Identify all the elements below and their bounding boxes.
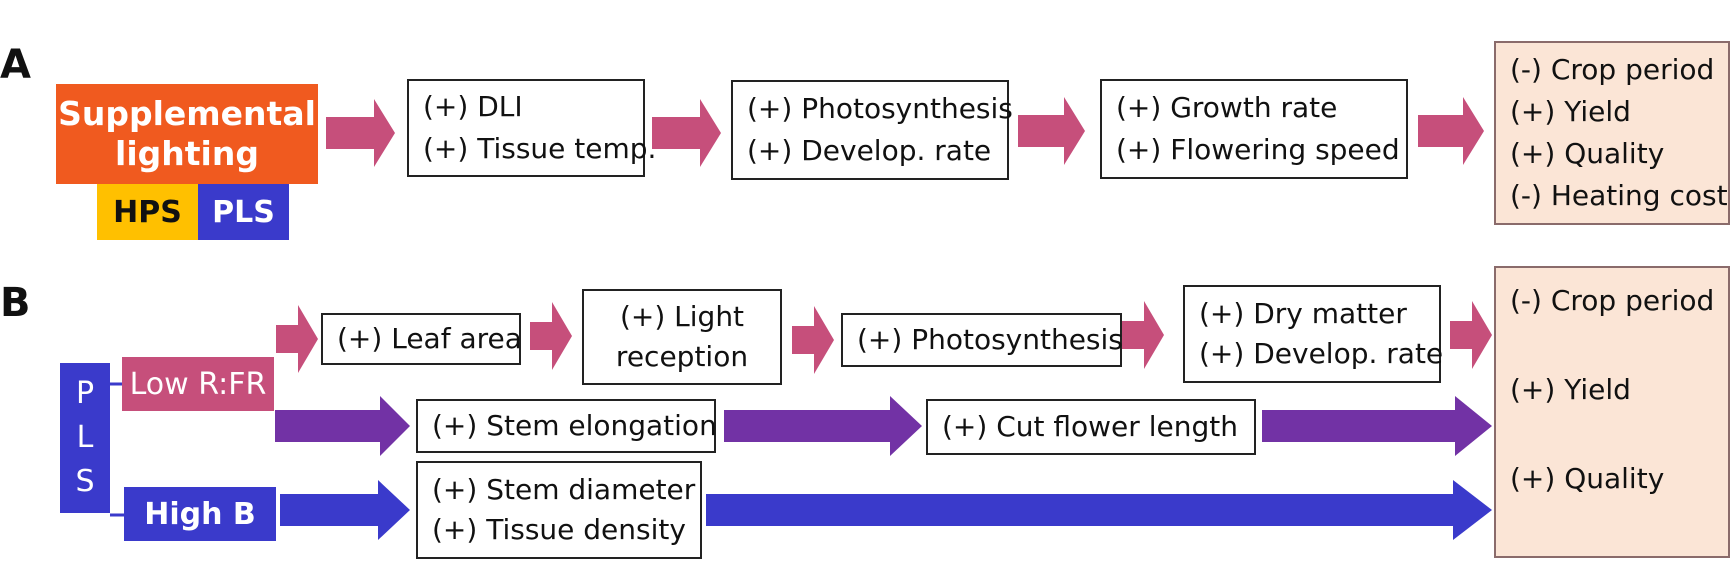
supplemental-lighting-line1: Supplemental xyxy=(58,94,316,133)
photosynthesis-box-b: (+) Photosynthesis xyxy=(841,313,1123,367)
outcome-box-a: (-) Crop period (+) Yield (+) Quality (-… xyxy=(1494,41,1730,225)
stem-diameter-text: (+) Stem diameter xyxy=(432,473,696,506)
stem-elongation-text: (+) Stem elongation xyxy=(432,409,717,442)
light-text: (+) Light xyxy=(619,300,745,333)
arrow-b6 xyxy=(275,396,410,456)
arrow-a2 xyxy=(652,99,721,167)
outcome-heating-cost-a: (-) Heating cost xyxy=(1510,179,1728,212)
arrow-b7 xyxy=(724,396,922,456)
cut-flower-length-box: (+) Cut flower length xyxy=(926,399,1256,455)
reception-text: reception xyxy=(615,340,749,373)
pls-letter-p: P xyxy=(75,376,95,411)
light-reception-box: (+) Light reception xyxy=(582,289,782,385)
supplemental-lighting-line2: lighting xyxy=(115,134,259,173)
outcome-yield-b: (+) Yield xyxy=(1510,373,1631,406)
pls-vertical-block: P L S xyxy=(60,363,110,513)
leaf-area-box: (+) Leaf area xyxy=(321,313,522,365)
supplemental-lighting-block: Supplemental lighting xyxy=(56,84,318,184)
tissue-density-text: (+) Tissue density xyxy=(432,513,686,546)
photosynthesis-text-b: (+) Photosynthesis xyxy=(857,323,1123,356)
arrow-b10 xyxy=(706,480,1492,540)
arrow-a4 xyxy=(1418,97,1484,165)
outcome-box-b: (-) Crop period (+) Yield (+) Quality xyxy=(1494,266,1730,558)
growth-rate-text: (+) Growth rate xyxy=(1116,91,1338,124)
develop-rate-text-a: (+) Develop. rate xyxy=(747,134,992,167)
leaf-area-text: (+) Leaf area xyxy=(337,322,522,355)
arrow-b2 xyxy=(530,302,572,370)
dry-matter-text: (+) Dry matter xyxy=(1199,297,1407,330)
pls-letter-s: S xyxy=(75,464,95,499)
flowering-speed-text: (+) Flowering speed xyxy=(1116,133,1400,166)
cut-flower-length-text: (+) Cut flower length xyxy=(942,410,1238,443)
panel-b-label: B xyxy=(0,280,31,326)
outcome-crop-period-b: (-) Crop period xyxy=(1510,284,1715,317)
photosynthesis-text-a: (+) Photosynthesis xyxy=(747,92,1013,125)
hps-block: HPS xyxy=(97,184,198,240)
arrow-b1 xyxy=(276,305,318,373)
develop-rate-text-b: (+) Develop. rate xyxy=(1199,337,1444,370)
arrow-b4 xyxy=(1122,301,1164,369)
pls-block: PLS xyxy=(198,184,289,240)
growth-rate-box: (+) Growth rate (+) Flowering speed xyxy=(1100,79,1408,179)
dli-box: (+) DLI (+) Tissue temp. xyxy=(407,79,657,177)
photosynthesis-box-a: (+) Photosynthesis (+) Develop. rate xyxy=(731,80,1013,180)
low-rfr-block: Low R:FR xyxy=(122,357,274,411)
arrow-b5 xyxy=(1450,301,1492,369)
outcome-yield-a: (+) Yield xyxy=(1510,95,1631,128)
arrow-b3 xyxy=(792,306,834,374)
panel-a-label: A xyxy=(0,42,31,88)
arrow-b8 xyxy=(1262,396,1492,456)
dli-text: (+) DLI xyxy=(423,90,523,123)
arrow-a3 xyxy=(1018,97,1085,165)
dry-matter-box: (+) Dry matter (+) Develop. rate xyxy=(1183,285,1444,383)
stem-diameter-box: (+) Stem diameter (+) Tissue density xyxy=(416,461,702,559)
pls-letter-l: L xyxy=(76,420,94,455)
stem-elongation-box: (+) Stem elongation xyxy=(416,399,717,453)
arrow-a1 xyxy=(326,99,395,167)
high-b-block: High B xyxy=(124,487,276,541)
tissue-temp-text: (+) Tissue temp. xyxy=(423,132,657,165)
outcome-quality-a: (+) Quality xyxy=(1510,137,1665,170)
outcome-crop-period-a: (-) Crop period xyxy=(1510,53,1715,86)
outcome-quality-b: (+) Quality xyxy=(1510,462,1665,495)
arrow-b9 xyxy=(280,480,410,540)
